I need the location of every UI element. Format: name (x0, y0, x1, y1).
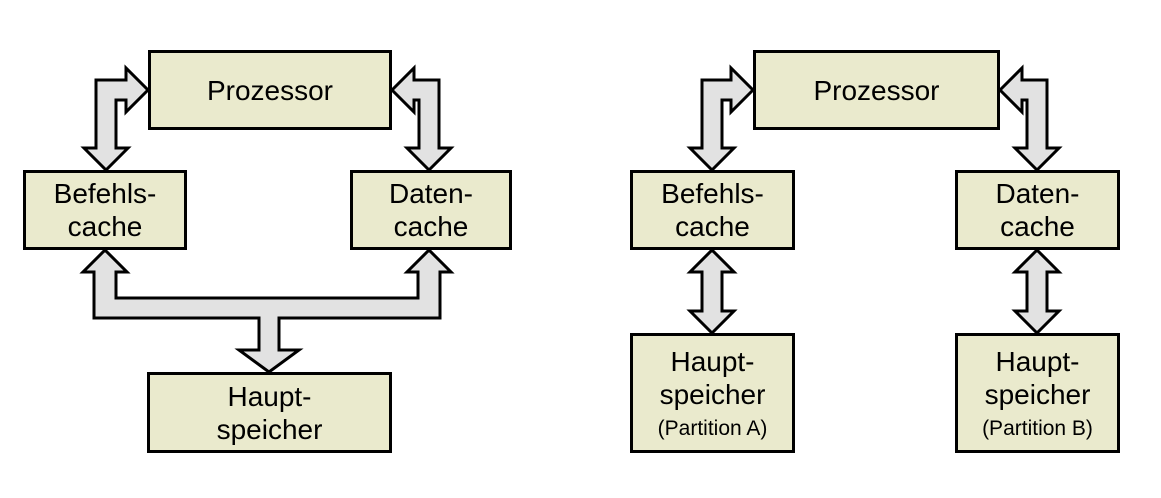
node-label: Prozessor (813, 74, 940, 106)
node-right-datencache: Daten- cache (955, 170, 1120, 250)
node-label: Haupt- speicher (984, 346, 1091, 410)
node-right-prozessor: Prozessor (753, 50, 1000, 130)
node-label: Daten- cache (995, 178, 1080, 242)
node-left-datencache: Daten- cache (350, 170, 512, 250)
arrow-left-prozessor-befehlscache (80, 64, 151, 173)
node-sublabel-partition-a: (Partition A) (657, 417, 768, 440)
node-label: Befehls- cache (661, 178, 764, 242)
node-sublabel-partition-b: (Partition B) (982, 417, 1093, 440)
node-right-befehlscache: Befehls- cache (630, 170, 795, 250)
node-label: Haupt- speicher (659, 346, 766, 410)
node-label: Haupt- speicher (216, 380, 323, 445)
node-label: Befehls- cache (53, 178, 157, 242)
node-left-befehlscache: Befehls- cache (23, 170, 187, 250)
node-left-prozessor: Prozessor (148, 50, 392, 130)
arrow-left-hauptspeicher-caches (79, 247, 455, 374)
node-label: Prozessor (206, 74, 334, 106)
arrow-right-befehlscache-partitionA (686, 247, 738, 336)
arrow-left-prozessor-datencache (389, 64, 455, 173)
node-left-hauptspeicher: Haupt- speicher (147, 372, 392, 453)
node-label: Daten- cache (388, 178, 474, 242)
node-right-hauptspeicher-partition-a: Haupt- speicher (Partition A) (630, 333, 795, 453)
arrow-right-datencache-partitionB (1011, 247, 1063, 336)
arrow-right-prozessor-datencache (997, 64, 1063, 173)
arrow-right-prozessor-befehlscache (686, 64, 756, 173)
node-right-hauptspeicher-partition-b: Haupt- speicher (Partition B) (955, 333, 1120, 453)
